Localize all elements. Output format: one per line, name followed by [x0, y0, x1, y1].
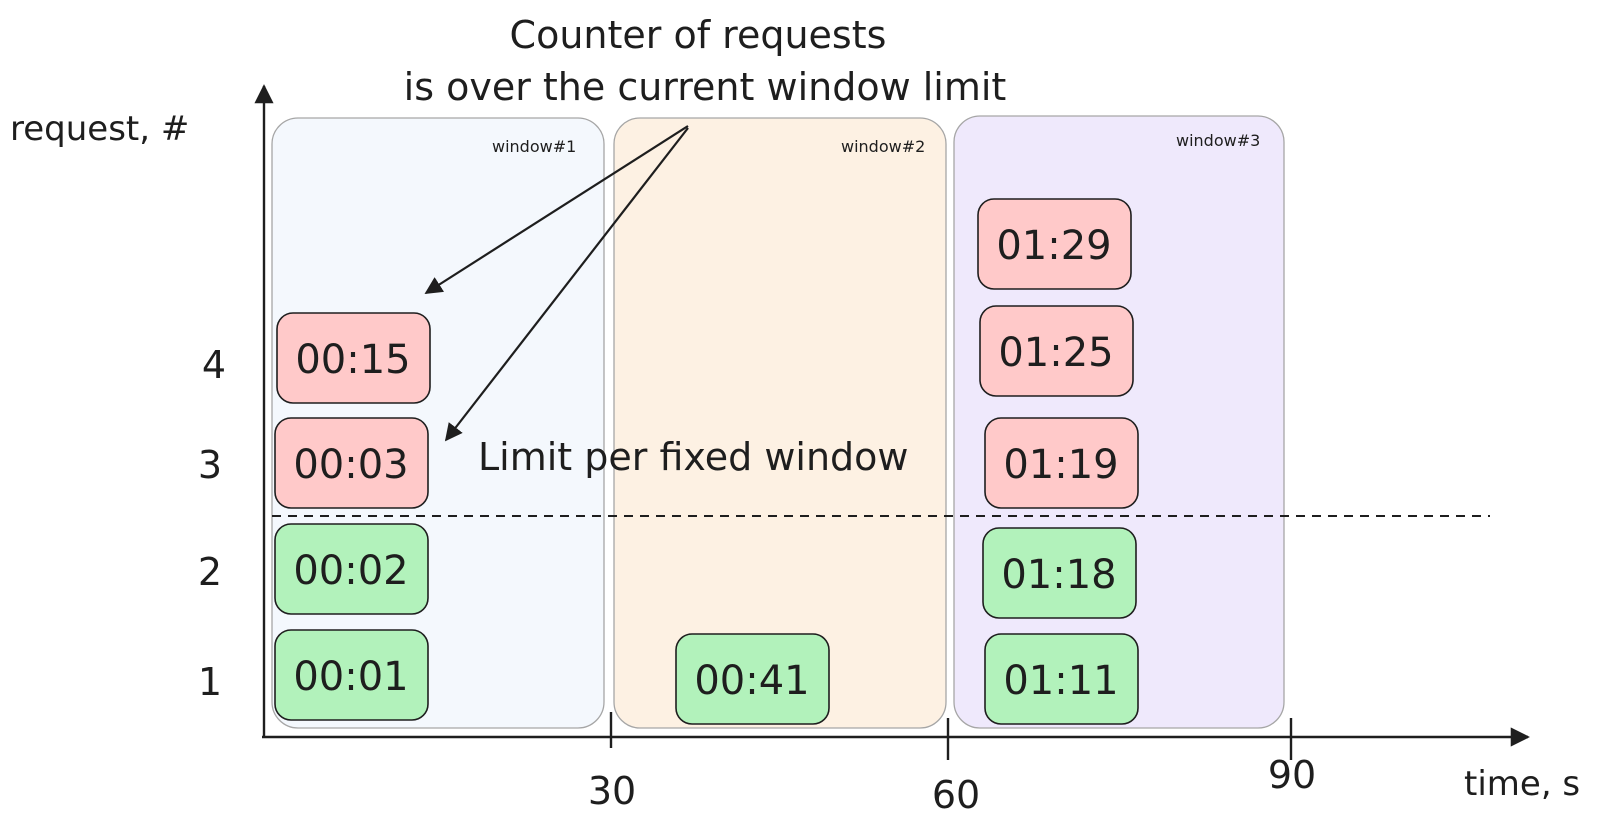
annotation-line-2: is over the current window limit	[404, 65, 1007, 109]
annotation-line-1: Counter of requests	[510, 13, 887, 57]
request-time: 00:01	[293, 654, 408, 700]
x-tick-label: 90	[1268, 753, 1316, 797]
request-box-rejected: 01:25	[979, 305, 1134, 397]
annotation-arrow	[444, 127, 689, 442]
request-time: 01:25	[998, 330, 1113, 376]
request-time: 00:15	[295, 337, 410, 383]
request-time: 00:41	[694, 658, 809, 704]
request-box: 00:01	[274, 629, 429, 721]
request-box: 00:41	[675, 633, 830, 725]
request-time: 01:29	[996, 223, 1111, 269]
request-box-rejected: 01:19	[984, 417, 1139, 509]
request-box: 00:02	[274, 523, 429, 615]
request-box: 01:11	[984, 633, 1139, 725]
x-tick-label: 30	[588, 769, 636, 813]
window-2-label: window#2	[841, 137, 925, 156]
window-3-label: window#3	[1176, 131, 1260, 150]
window-2-region	[613, 117, 947, 729]
y-axis-label: request, #	[10, 109, 189, 149]
request-box-rejected: 00:15	[276, 312, 431, 404]
window-1-label: window#1	[492, 137, 576, 156]
request-box: 01:18	[982, 527, 1137, 619]
limit-label: Limit per fixed window	[478, 435, 909, 479]
request-time: 01:11	[1003, 658, 1118, 704]
request-box-rejected: 00:03	[274, 417, 429, 509]
request-time: 00:02	[293, 548, 408, 594]
request-time: 01:18	[1001, 552, 1116, 598]
y-tick-label: 4	[202, 343, 226, 387]
y-tick-label: 1	[198, 660, 222, 704]
x-tick-label: 60	[932, 773, 980, 817]
x-axis-label: time, s	[1464, 764, 1580, 804]
annotation-arrow	[424, 125, 689, 294]
request-box-rejected: 01:29	[977, 198, 1132, 290]
request-time: 00:03	[293, 442, 408, 488]
y-tick-label: 2	[198, 550, 222, 594]
request-time: 01:19	[1003, 442, 1118, 488]
y-tick-label: 3	[198, 443, 222, 487]
